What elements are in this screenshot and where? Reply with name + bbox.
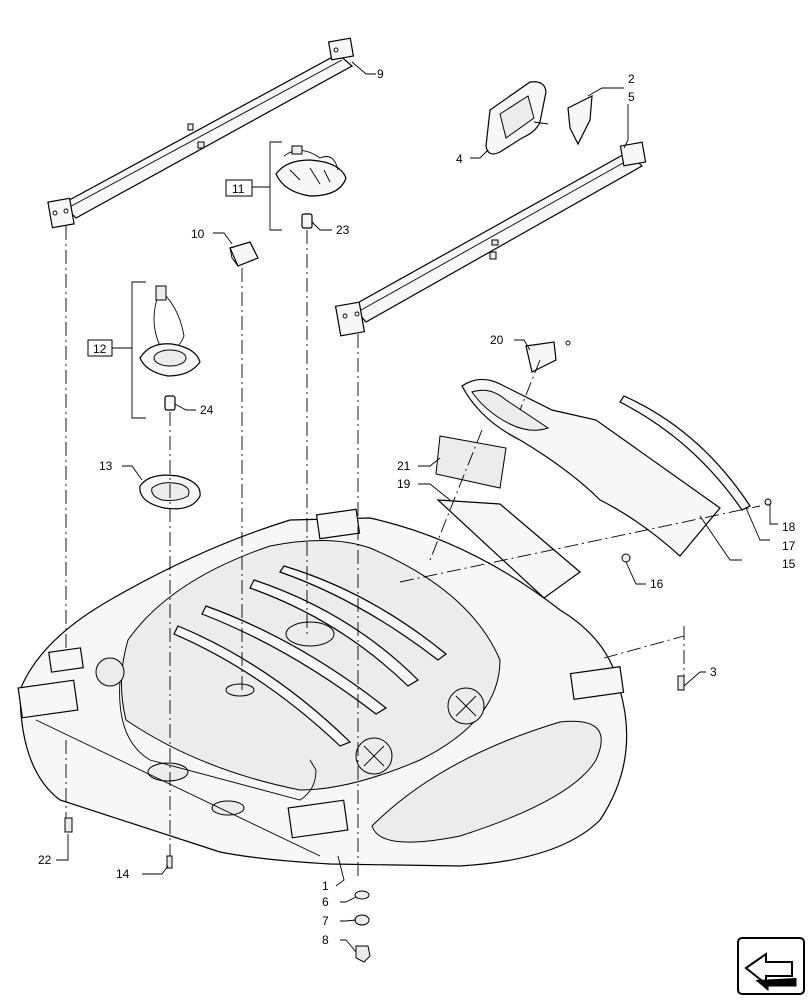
callout-3: 3 xyxy=(710,665,717,679)
callout-8: 8 xyxy=(322,933,329,947)
part-23-bulb xyxy=(301,213,313,229)
callout-box-11: 11 xyxy=(225,179,253,197)
callout-12: 12 xyxy=(93,342,107,356)
part-10-plug xyxy=(229,241,259,267)
centerlines xyxy=(65,226,761,880)
callout-19: 19 xyxy=(397,477,411,491)
part-2-bracket xyxy=(567,94,593,146)
part-22-screw xyxy=(64,817,73,833)
callout-box-12: 12 xyxy=(87,339,113,357)
part-19-liner xyxy=(436,499,581,599)
part-16-screw xyxy=(621,553,631,563)
part-7-nut xyxy=(354,914,370,926)
callout-7: 7 xyxy=(322,914,329,928)
callout-18: 18 xyxy=(782,520,796,534)
callout-16: 16 xyxy=(650,577,664,591)
callout-13: 13 xyxy=(99,459,113,473)
part-12-lamp-assembly xyxy=(139,285,201,377)
part-3-screw xyxy=(677,675,685,691)
callout-22: 22 xyxy=(38,853,52,867)
crossbar-9 xyxy=(47,37,355,229)
part-18-screw xyxy=(764,498,772,506)
callout-10: 10 xyxy=(191,227,205,241)
leader-lines xyxy=(56,61,778,953)
next-page-arrow-icon[interactable] xyxy=(737,937,805,995)
callout-20: 20 xyxy=(490,333,504,347)
callout-21: 21 xyxy=(397,459,411,473)
callout-23: 23 xyxy=(336,223,350,237)
callout-17: 17 xyxy=(782,539,796,553)
part-11-lamp-assembly xyxy=(275,145,347,197)
part-24-bulb xyxy=(164,395,176,411)
callout-24: 24 xyxy=(200,403,214,417)
part-14-screw xyxy=(166,855,173,869)
callout-1: 1 xyxy=(322,879,329,893)
callout-15: 15 xyxy=(782,557,796,571)
part-21-pad xyxy=(435,435,507,489)
part-15-duct xyxy=(461,378,721,557)
callout-6: 6 xyxy=(322,895,329,909)
callout-14: 14 xyxy=(116,867,130,881)
part-4-housing xyxy=(485,81,549,155)
part-1-headliner xyxy=(17,508,628,867)
bracket-line-11 xyxy=(252,141,282,231)
part-20-clip xyxy=(525,340,571,373)
callout-9: 9 xyxy=(377,67,384,81)
callout-11: 11 xyxy=(232,182,245,196)
part-8-nut xyxy=(355,945,371,963)
part-6-washer xyxy=(354,890,370,900)
callout-labels: 9 2 5 4 23 10 24 13 20 21 19 16 15 17 18… xyxy=(38,67,796,947)
callout-5: 5 xyxy=(628,90,635,104)
callout-4: 4 xyxy=(456,152,463,166)
crossbar-5 xyxy=(334,141,647,337)
callout-2: 2 xyxy=(628,72,635,86)
bracket-line-12 xyxy=(112,281,146,419)
